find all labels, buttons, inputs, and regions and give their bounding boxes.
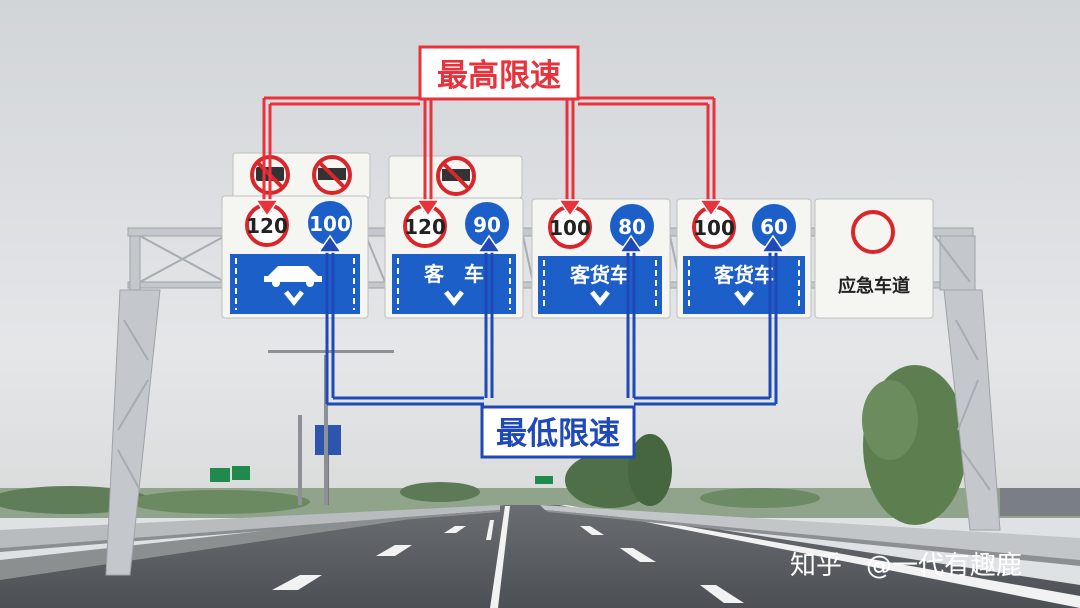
watermark: 知乎 @一代有趣鹿 — [790, 551, 1022, 581]
max-speed-ring: 100 — [692, 205, 736, 249]
down-arrow-icon — [284, 290, 304, 307]
max-speed-value: 100 — [549, 216, 591, 240]
guardrail-right — [540, 505, 1080, 566]
min-speed-label: 最低限速 — [496, 416, 620, 452]
min-speed-disc: 100 — [308, 201, 352, 245]
no-truck-icon — [312, 155, 352, 195]
min-speed-disc: 90 — [465, 202, 509, 246]
tree-line — [0, 365, 1080, 525]
lane-vehicle-text: 客 车 — [423, 262, 484, 286]
min-speed-annotation — [325, 244, 778, 459]
no-truck-icon — [436, 156, 476, 196]
min-speed-disc: 60 — [752, 204, 796, 248]
emergency-lane-sign: 应急车道 — [838, 210, 910, 297]
prohibition-ring-icon — [851, 210, 895, 254]
max-speed-annotation — [262, 45, 716, 212]
car-icon — [264, 266, 322, 287]
down-arrow-icon — [590, 290, 610, 307]
lane-panel-4: 客货车 — [683, 256, 805, 314]
gantry-truss-lines — [117, 235, 991, 491]
max-speed-value: 120 — [246, 214, 288, 238]
min-speed-disc: 80 — [610, 204, 654, 248]
max-speed-ring: 100 — [548, 205, 592, 249]
road — [0, 505, 1080, 608]
lane-panel-3: 客货车 — [538, 256, 662, 314]
lane-vehicle-text: 客货车 — [713, 263, 774, 287]
emergency-lane-label: 应急车道 — [838, 275, 910, 297]
min-speed-value: 100 — [309, 212, 351, 236]
watermark-author: @一代有趣鹿 — [866, 551, 1022, 581]
min-speed-arrowheads — [317, 234, 786, 253]
lane-markings — [272, 505, 1080, 608]
down-arrow-icon — [444, 290, 464, 307]
min-speed-value: 60 — [760, 215, 788, 239]
down-arrow-icon — [734, 290, 754, 307]
max-speed-ring: 120 — [245, 203, 289, 247]
max-speed-value: 120 — [404, 215, 446, 239]
min-speed-value: 80 — [618, 215, 646, 239]
distant-signs — [210, 350, 553, 505]
max-speed-arrowheads — [254, 199, 724, 218]
max-speed-value: 100 — [693, 216, 735, 240]
lane-vehicle-text: 客货车 — [569, 263, 630, 287]
max-speed-label: 最高限速 — [437, 58, 561, 94]
lane-panel-2: 客 车 — [392, 254, 516, 314]
lane-panel-1 — [230, 254, 360, 314]
watermark-platform: 知乎 — [790, 551, 842, 581]
min-speed-value: 90 — [473, 213, 501, 237]
